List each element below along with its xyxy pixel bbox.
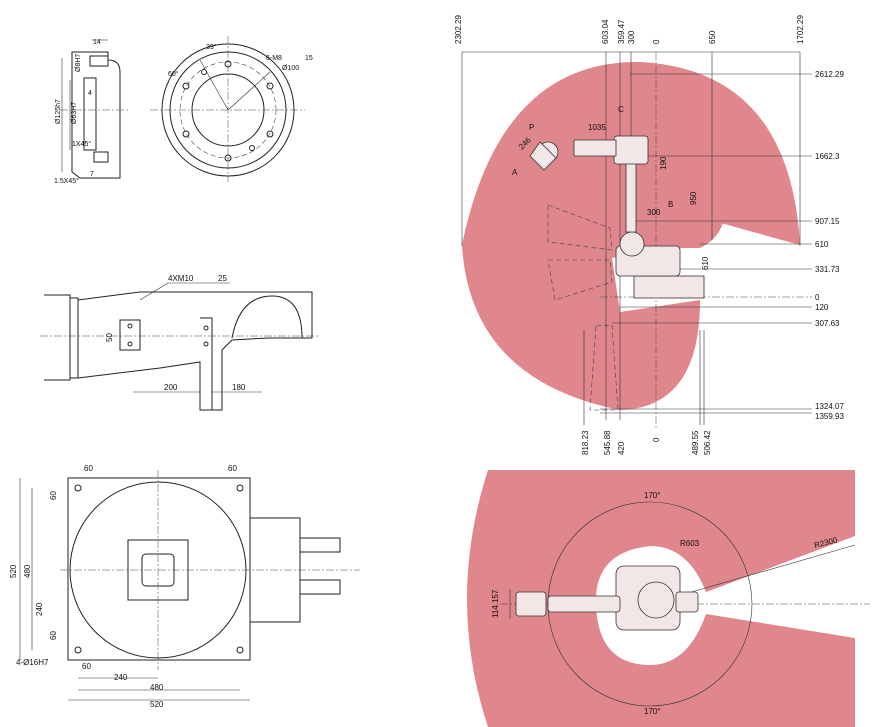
dim-1x45: 1X45° <box>72 140 91 148</box>
angle-170-top: 170° <box>644 491 661 500</box>
dim-60-bottom: 60 <box>82 662 91 671</box>
bottom-dim-818: 818.23 <box>581 430 590 455</box>
right-dim-307: 307.63 <box>815 319 840 328</box>
label-a: A <box>512 168 518 177</box>
bottom-dim-545: 545.88 <box>603 430 612 455</box>
dim-60-left: 60 <box>84 464 93 473</box>
bottom-dim-0: 0 <box>652 437 661 442</box>
dim-100: Ø100 <box>282 65 299 72</box>
robot-top-silhouette <box>515 565 699 631</box>
bottom-dim-506: 506.42 <box>703 430 712 455</box>
label-p: P <box>529 123 534 132</box>
top-workspace-view: 170° R603 R2300 114.157 170° <box>467 470 870 727</box>
dim-60-side: 60 <box>49 491 58 500</box>
angle-170-bottom: 170° <box>644 707 661 716</box>
arm-detail-view: 4XM10 25 50 200 180 <box>40 274 320 411</box>
dim-114: 114.157 <box>491 589 500 618</box>
dim-60deg: 60° <box>168 70 179 78</box>
top-work-envelope <box>467 470 855 727</box>
dim-4xm10: 4XM10 <box>168 274 194 283</box>
right-dim-610: 610 <box>815 240 829 249</box>
dim-6-m8: 6-M8 <box>266 55 282 62</box>
dim-4-16h7: 4-Ø16H7 <box>16 658 49 667</box>
dim-1-5x45: 1.5X45° <box>54 177 79 185</box>
robot-side-silhouette <box>529 135 705 299</box>
arm-dim-950: 950 <box>689 191 698 205</box>
top-dim-0: 0 <box>652 39 661 44</box>
dim-240-h: 240 <box>114 673 128 682</box>
label-b: B <box>668 200 673 209</box>
right-dim-907: 907.15 <box>815 217 840 226</box>
top-dim-1702: 1702.29 <box>796 15 805 44</box>
base-plan-view: 60 60 60 520 480 240 60 60 4-Ø16H7 240 4… <box>9 464 360 709</box>
dim-60-right: 60 <box>228 464 237 473</box>
top-dim-650: 650 <box>708 30 717 44</box>
dim-125h7: Ø125h7 <box>55 99 62 124</box>
arm-dim-300: 300 <box>647 208 661 217</box>
dim-200: 200 <box>164 383 178 392</box>
dim-240-v: 240 <box>35 602 44 616</box>
dim-520-v: 520 <box>9 564 18 578</box>
arm-dim-1035: 1035 <box>588 123 606 132</box>
top-dim-2302: 2302.29 <box>454 15 463 44</box>
dim-180: 180 <box>232 383 246 392</box>
arm-dim-190: 190 <box>659 156 668 170</box>
right-dim-1662: 1662.3 <box>815 152 840 161</box>
dim-520-h: 520 <box>150 700 164 709</box>
right-dim-331: 331.73 <box>815 265 840 274</box>
dim-39deg: 39° <box>206 43 217 51</box>
dim-480-v: 480 <box>23 564 32 578</box>
dim-63h7: Ø63H7 <box>71 102 78 124</box>
bottom-dim-489: 489.55 <box>691 430 700 455</box>
right-dim-0: 0 <box>815 293 820 302</box>
dim-8h7: Ø8H7 <box>75 54 82 72</box>
dim-50: 50 <box>105 333 114 342</box>
arm-dim-610: 610 <box>701 256 710 270</box>
right-dim-120: 120 <box>815 303 829 312</box>
label-c: C <box>618 105 624 114</box>
side-workspace-view: 2302.29 603.04 359.47 300 0 650 1702.29 … <box>454 15 844 455</box>
dim-4: 4 <box>88 90 92 97</box>
top-dim-603: 603.04 <box>601 19 610 44</box>
dim-7: 7 <box>90 171 94 178</box>
dim-60-low: 60 <box>49 631 58 640</box>
dim-14: 14 <box>93 39 101 46</box>
right-dim-1324: 1324.07 <box>815 402 844 411</box>
top-dim-359: 359.47 <box>617 19 626 44</box>
dim-15: 15 <box>305 55 313 62</box>
bottom-dim-420: 420 <box>617 441 626 455</box>
flange-front-view: 39° 6-M8 15 Ø100 60° <box>150 36 313 182</box>
dim-480-h: 480 <box>150 683 164 692</box>
dim-r603: R603 <box>680 539 700 548</box>
dim-25: 25 <box>218 274 227 283</box>
right-dim-1359: 1359.93 <box>815 412 844 421</box>
right-dim-2612: 2612.29 <box>815 70 844 79</box>
flange-side-view: 14 Ø8H7 4 Ø125h7 Ø63H7 1X45° 1.5X45° 7 <box>54 39 130 185</box>
top-dim-300: 300 <box>627 30 636 44</box>
